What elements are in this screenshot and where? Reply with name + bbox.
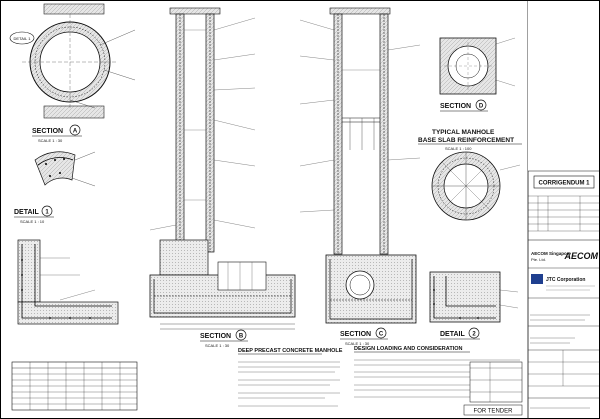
typical-base-slab-title: TYPICAL MANHOLE BASE SLAB REINFORCEMENT … [418,129,522,151]
section-b-title: SECTION B SCALE 1 : 30 [200,329,248,348]
aecom-sub: Pte. Ltd. [531,257,546,262]
section-b-annotations [149,17,256,231]
typical-scale: SCALE 1 : 100 [445,146,472,151]
section-b-scale: SCALE 1 : 30 [205,343,230,348]
design-loading-block: DESIGN LOADING AND CONSIDERATION [354,346,523,403]
deep-precast-caption: DEEP PRECAST CONCRETE MANHOLE [238,348,343,355]
corrigendum-label: CORRIGENDUM 1 [538,181,590,187]
jtc-logo-icon [531,274,543,284]
section-d-title: SECTION D [440,99,488,112]
detail-2-title: DETAIL 2 [440,327,480,340]
section-c-title: SECTION C SCALE 1 : 30 [340,327,388,346]
detail-1-scale: SCALE 1 : 10 [20,219,45,224]
aecom-name: AECOM Singapore [531,251,572,256]
typical-title-line-2: BASE SLAB REINFORCEMENT [418,137,514,144]
section-d-label: SECTION [440,103,471,110]
bar-schedule-table [11,361,138,411]
title-block: CORRIGENDUM 1 AECOM Singapore Pte. Ltd. … [527,0,599,419]
jtc-name: JTC Corporation [546,277,585,283]
detail-1-label: DETAIL [14,209,39,216]
section-a-title: SECTION A SCALE 1 : 30 [32,124,82,143]
section-b-letter: B [239,334,244,340]
detail-1-drawing [34,151,96,187]
detail-1-tag-text: DETAIL 1 [14,36,32,41]
section-d-letter: D [479,104,484,110]
detail-2-number: 2 [472,332,476,338]
section-a-letter: A [73,129,78,135]
section-c-label: SECTION [340,331,371,338]
section-a-scale: SCALE 1 : 30 [38,138,63,143]
design-loading-label: DESIGN LOADING AND CONSIDERATION [354,346,463,352]
detail-1-tag: DETAIL 1 [9,31,35,45]
section-c-letter: C [379,332,384,338]
for-tender-label: FOR TENDER [474,409,514,415]
section-a-label: SECTION [32,128,63,135]
detail-2-label: DETAIL [440,331,465,338]
detail-2-drawing [17,239,119,325]
section-c-annotations [299,19,421,213]
typical-title-line-1: TYPICAL MANHOLE [432,129,495,136]
section-a-drawing [22,3,136,119]
corrigendum-box [533,175,595,189]
aecom-logo: AECOM [564,251,599,261]
detail-1-title: DETAIL 1 SCALE 1 : 10 [14,205,54,224]
section-b-drawing [149,7,296,330]
for-tender-stamp: FOR TENDER [463,404,523,416]
section-d-drawing [439,37,516,95]
section-c-drawing [325,7,417,324]
deep-precast-label: DEEP PRECAST CONCRETE MANHOLE [238,348,343,354]
detail-2-drawing [429,271,519,323]
section-b-label: SECTION [200,333,231,340]
notes-block [238,361,340,407]
base-slab-circle [431,151,521,221]
detail-1-number: 1 [45,210,49,216]
section-c-scale: SCALE 1 : 30 [345,341,370,346]
